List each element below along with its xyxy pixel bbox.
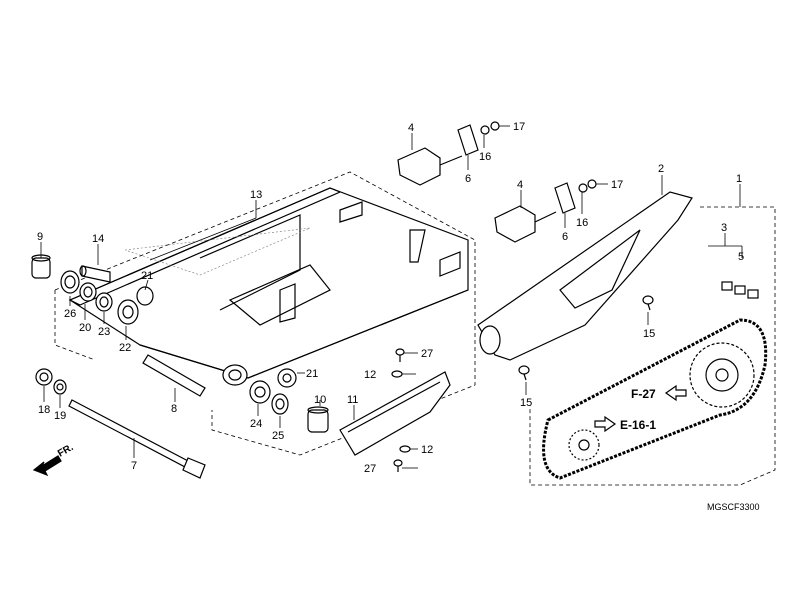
label-16-lower: 16 <box>576 217 588 229</box>
label-23: 23 <box>98 326 110 338</box>
label-12-top: 12 <box>364 369 376 381</box>
label-16-upper: 16 <box>479 151 491 163</box>
label-17-upper: 17 <box>513 121 525 133</box>
bearing-24 <box>249 380 271 404</box>
nut-12-top <box>391 370 403 378</box>
diagram-code: MGSCF3300 <box>707 502 760 512</box>
reference-arrow-icon-f27 <box>664 384 687 402</box>
label-4-lower: 4 <box>517 179 523 191</box>
seal-26 <box>60 270 80 294</box>
chain-slider-11 <box>339 371 451 456</box>
drive-chain-kit-outline <box>529 206 776 486</box>
label-27-bottom: 27 <box>364 463 376 475</box>
bearing-21-top <box>136 286 154 306</box>
label-14: 14 <box>92 233 104 245</box>
master-link-5 <box>721 281 759 299</box>
label-21-bottom: 21 <box>306 368 318 380</box>
label-11: 11 <box>347 394 358 406</box>
drive-chain-1 <box>542 318 768 480</box>
screw-27-top <box>395 348 405 362</box>
label-19: 19 <box>54 410 66 422</box>
ring-20 <box>79 282 97 302</box>
chain-adjuster-4-lower <box>494 205 557 243</box>
washer-19 <box>53 379 67 395</box>
bushing-10 <box>307 406 329 433</box>
label-9: 9 <box>37 231 43 243</box>
bearing-23 <box>95 292 113 312</box>
front-direction-label: FR. <box>56 442 76 460</box>
bushing-9 <box>31 254 51 279</box>
drive-sprocket <box>568 429 600 461</box>
washer-16-upper <box>480 125 490 135</box>
bolt-15-upper <box>642 295 654 311</box>
label-24: 24 <box>250 418 262 430</box>
rear-sprocket <box>689 342 755 408</box>
label-15-upper: 15 <box>643 328 655 340</box>
reference-e16-1: E-16-1 <box>620 418 656 432</box>
bearing-22 <box>117 299 139 325</box>
bearing-21-bottom <box>277 368 297 388</box>
reference-f27: F-27 <box>631 387 656 401</box>
label-10: 10 <box>314 394 326 406</box>
label-25: 25 <box>272 430 284 442</box>
seal-25 <box>271 393 289 415</box>
label-22: 22 <box>119 342 131 354</box>
pivot-bolt-7 <box>68 399 206 479</box>
label-12-bottom: 12 <box>421 444 433 456</box>
label-6-lower: 6 <box>562 231 568 243</box>
bolt-15-lower <box>518 365 530 381</box>
label-2: 2 <box>658 163 664 175</box>
nut-17-lower <box>587 179 597 189</box>
collar-18 <box>35 368 53 386</box>
label-18: 18 <box>38 404 50 416</box>
label-20: 20 <box>79 322 91 334</box>
label-17-lower: 17 <box>611 179 623 191</box>
chain-case-2 <box>477 191 693 361</box>
adjuster-plate-6-lower <box>554 182 576 214</box>
label-5: 5 <box>738 251 744 263</box>
nut-12-bottom <box>399 445 411 453</box>
pipe-14 <box>79 265 111 283</box>
label-4-upper: 4 <box>408 122 414 134</box>
washer-16-lower <box>578 183 588 193</box>
nut-17-upper <box>490 121 500 131</box>
swingarm-group-outline <box>54 171 476 456</box>
label-15-lower: 15 <box>520 397 532 409</box>
label-7: 7 <box>131 460 137 472</box>
label-8: 8 <box>171 403 177 415</box>
adjuster-plate-6-upper <box>457 124 479 156</box>
swingarm <box>68 187 469 386</box>
reference-arrow-icon-e16 <box>594 415 617 433</box>
label-1: 1 <box>736 173 742 185</box>
label-13: 13 <box>250 189 262 201</box>
pipe-8 <box>142 354 206 397</box>
label-26: 26 <box>64 308 76 320</box>
label-6-upper: 6 <box>465 173 471 185</box>
front-direction-arrow-icon <box>32 455 62 477</box>
label-21-top: 21 <box>141 270 153 282</box>
label-27-top: 27 <box>421 348 433 360</box>
screw-27-bottom <box>393 459 403 472</box>
chain-adjuster-4-upper <box>397 147 463 186</box>
label-3: 3 <box>721 222 727 234</box>
